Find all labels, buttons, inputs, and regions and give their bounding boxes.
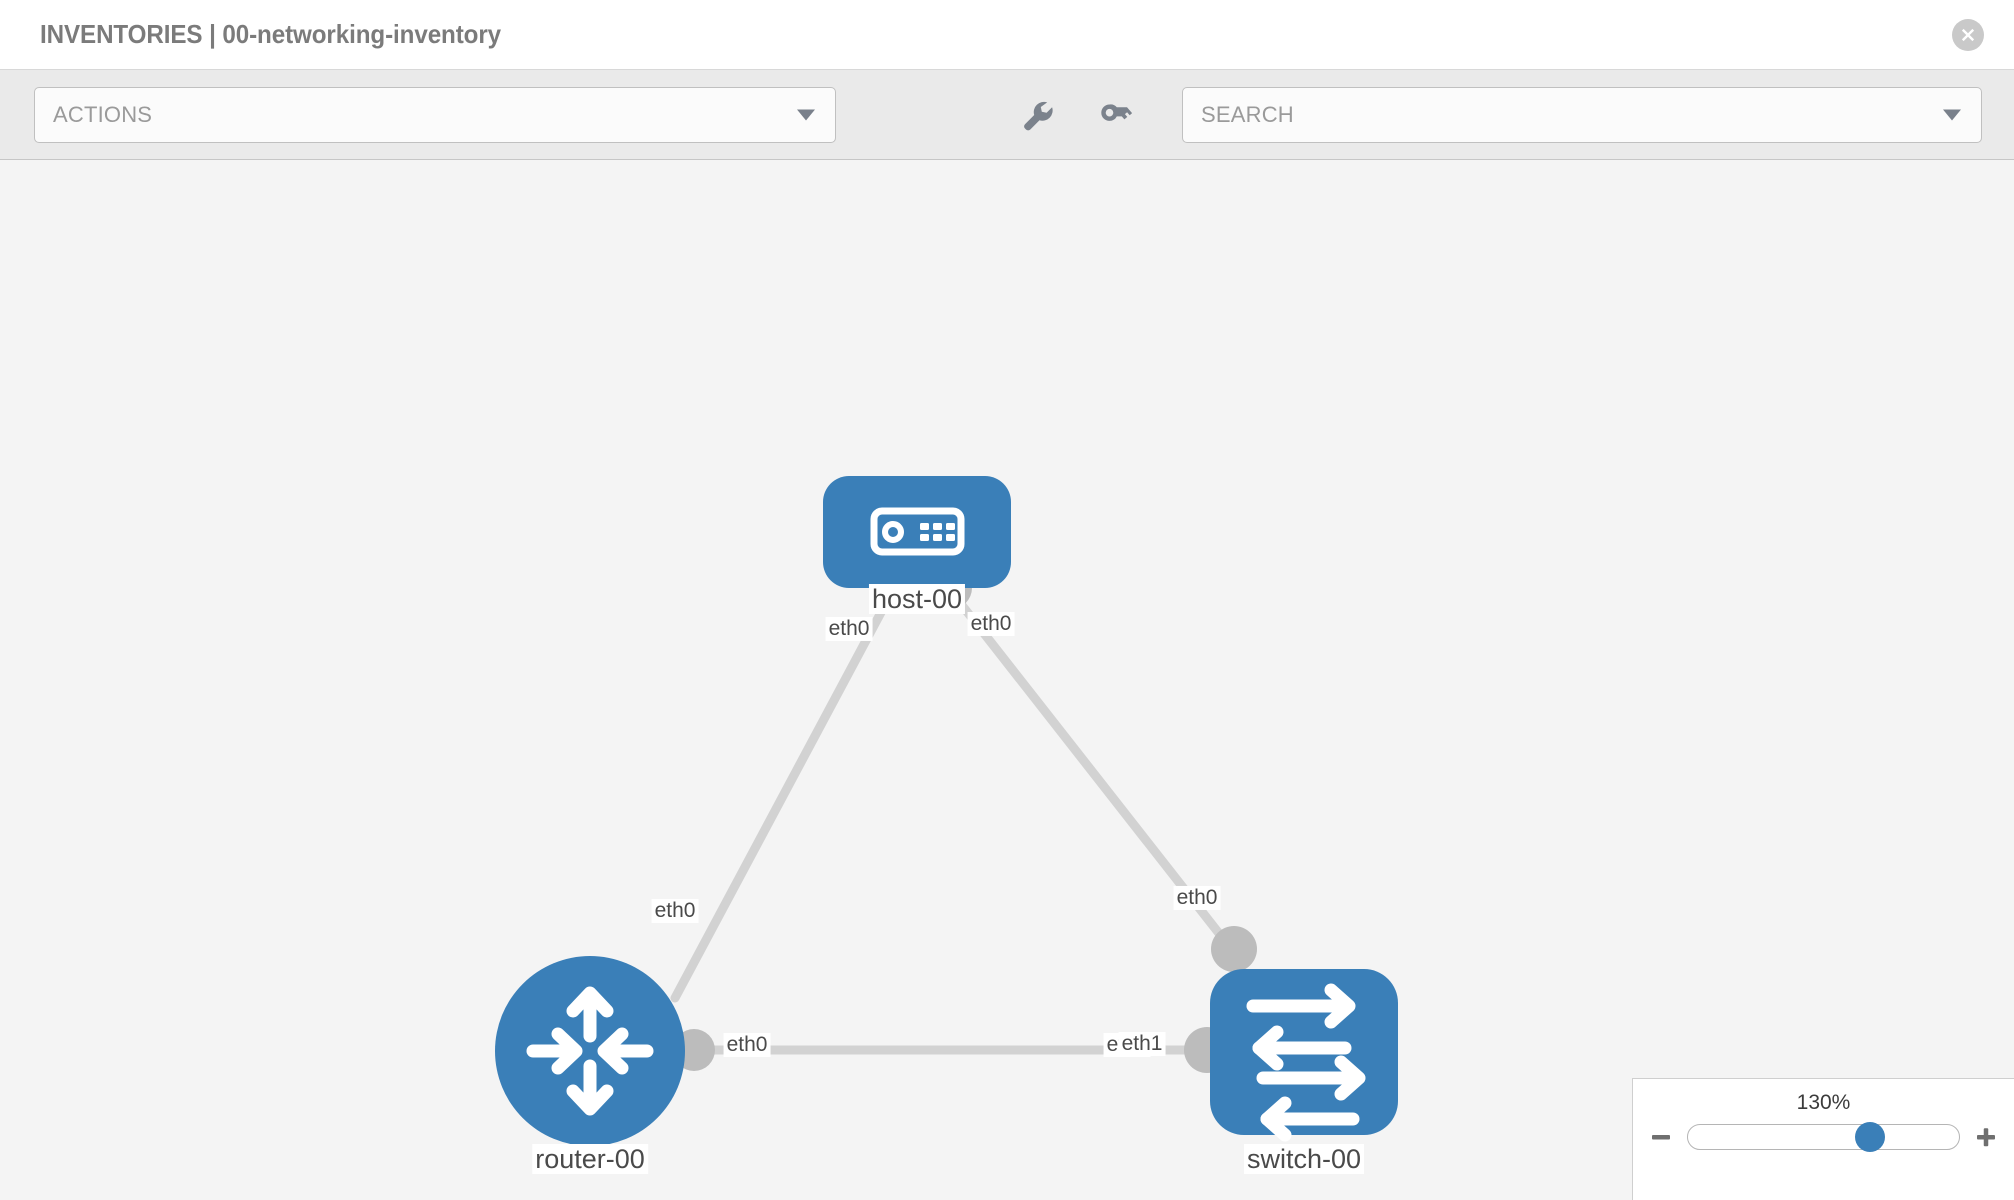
- node-router-00[interactable]: [495, 956, 685, 1146]
- close-x-glyph: [1961, 28, 1975, 41]
- edge-label-switch-eth0-uplink[interactable]: eth0: [1173, 885, 1221, 911]
- minus-icon: [1652, 1135, 1670, 1140]
- topology-canvas[interactable]: host-00 router-00 switch-00 eth0 eth0 et…: [0, 160, 2014, 1200]
- node-label-host-00[interactable]: host-00: [868, 584, 966, 615]
- server-device-icon: [870, 507, 965, 556]
- edge-host-router[interactable]: [670, 585, 898, 1003]
- router-arrows-icon: [526, 986, 654, 1116]
- chevron-down-icon: [797, 109, 815, 120]
- zoom-slider-row: [1633, 1122, 2014, 1152]
- search-dropdown[interactable]: SEARCH: [1182, 86, 1982, 143]
- chevron-down-icon: [1943, 109, 1961, 120]
- switch-top-nub[interactable]: [1211, 926, 1257, 972]
- edges-layer: [670, 585, 1237, 1055]
- node-switch-00[interactable]: [1210, 969, 1398, 1142]
- key-glyph: [1101, 103, 1133, 121]
- edge-label-router-eth0-uplink[interactable]: eth0: [651, 898, 699, 924]
- node-label-switch-00[interactable]: switch-00: [1243, 1144, 1365, 1175]
- zoom-out-button[interactable]: [1647, 1123, 1675, 1151]
- zoom-percent-label: 130%: [1796, 1091, 1851, 1114]
- actions-dropdown[interactable]: ACTIONS: [34, 86, 836, 143]
- node-label-router-00[interactable]: router-00: [532, 1144, 648, 1175]
- wrench-icon[interactable]: [1014, 92, 1060, 138]
- actions-dropdown-value: ACTIONS: [53, 101, 153, 127]
- node-host-00[interactable]: [823, 476, 1011, 588]
- zoom-in-button[interactable]: [1972, 1123, 2000, 1151]
- zoom-slider-thumb[interactable]: [1854, 1122, 1885, 1152]
- edge-label-host-eth0-right[interactable]: eth0: [967, 611, 1015, 637]
- plus-icon: [1977, 1128, 1995, 1147]
- page-title: INVENTORIES | 00-networking-inventory: [40, 19, 502, 49]
- switch-arrows-icon: [1246, 983, 1366, 1142]
- connectors-layer: [673, 567, 1257, 1073]
- zoom-slider-track[interactable]: [1687, 1122, 1960, 1152]
- page-header: INVENTORIES | 00-networking-inventory: [0, 0, 2014, 70]
- key-icon[interactable]: [1092, 92, 1138, 138]
- toolbar: ACTIONS SEARCH: [0, 70, 2014, 160]
- topology-graph: [495, 476, 1398, 1146]
- search-input[interactable]: SEARCH: [1201, 101, 1294, 127]
- close-icon[interactable]: [1952, 18, 1984, 51]
- edge-label-router-eth0-trunk[interactable]: eth0: [723, 1032, 771, 1058]
- toolbar-icons: [1014, 92, 1138, 138]
- edge-label-host-eth0-left[interactable]: eth0: [825, 616, 873, 642]
- edge-label-switch-eth1-trunk[interactable]: eth1: [1118, 1031, 1166, 1057]
- zoom-control-panel: 130%: [1632, 1078, 2014, 1200]
- wrench-glyph: [1024, 101, 1053, 130]
